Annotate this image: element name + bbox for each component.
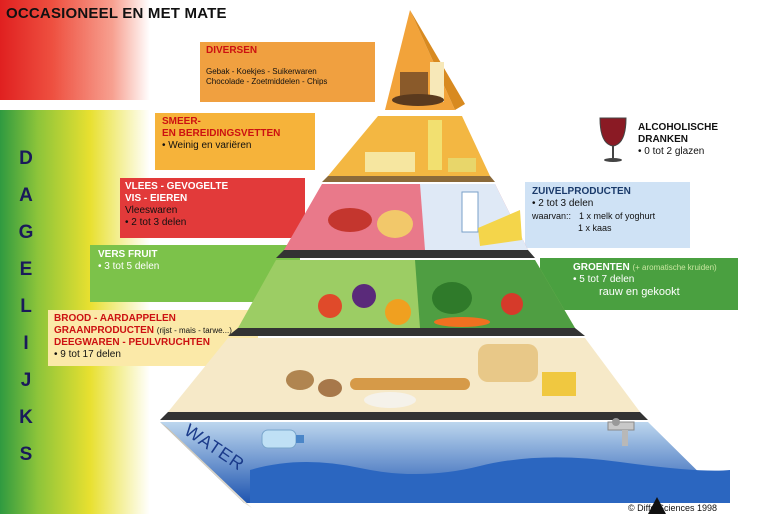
zuivel-breakdown: waarvan:: 1 x melk of yoghurt bbox=[532, 210, 688, 222]
zuivel-prefix: waarvan:: bbox=[532, 211, 572, 221]
daily-letter: L bbox=[20, 296, 32, 317]
brood-heading-2-row: GRAANPRODUCTEN (rijst - mais - tarwe...) bbox=[54, 325, 258, 337]
zuivel-heading: ZUIVELPRODUCTEN bbox=[532, 186, 631, 197]
brood-heading-3: DEEGWAREN - PEULVRUCHTEN bbox=[54, 337, 210, 348]
grapes-illustration bbox=[352, 284, 376, 308]
tier-fruit-edge bbox=[228, 328, 585, 336]
alcohol-heading-2: DRANKEN bbox=[638, 134, 688, 145]
groenten-detail-2: rauw en gekookt bbox=[599, 286, 680, 298]
groenten-box bbox=[540, 258, 738, 310]
bread-illustration bbox=[478, 344, 538, 382]
vetten-box bbox=[155, 113, 315, 170]
zuivel-label: ZUIVELPRODUCTEN • 2 tot 3 delen waarvan:… bbox=[532, 186, 688, 234]
apple-illustration bbox=[318, 294, 342, 318]
daily-letter: S bbox=[19, 444, 33, 465]
alcohol-label: ALCOHOLISCHE DRANKEN • 0 tot 2 glazen bbox=[638, 122, 758, 158]
zuivel-box bbox=[525, 182, 690, 248]
daily-vertical-label: D A G E L I J K S bbox=[14, 148, 38, 466]
butter-illustration bbox=[365, 152, 415, 172]
groenten-note: (+ aromatische kruiden) bbox=[632, 263, 717, 272]
tier-brood-edge bbox=[160, 412, 648, 420]
vlees-label: VLEES - GEVOGELTE VIS - EIEREN Vleesware… bbox=[125, 181, 303, 229]
zuivel-detail: • 2 tot 3 delen bbox=[532, 198, 594, 209]
vlees-detail: • 2 tot 3 delen bbox=[125, 217, 187, 228]
brood-detail: • 9 tot 17 delen bbox=[54, 349, 121, 360]
groenten-detail: • 5 tot 7 delen bbox=[573, 274, 635, 285]
potato-illustration bbox=[318, 379, 342, 397]
brood-heading-2: GRAANPRODUCTEN bbox=[54, 325, 154, 336]
occasional-gradient bbox=[0, 0, 150, 100]
brood-label: BROOD - AARDAPPELEN GRAANPRODUCTEN (rijs… bbox=[54, 313, 258, 361]
fruit-detail: • 3 tot 5 delen bbox=[98, 261, 160, 272]
orange-illustration bbox=[385, 299, 411, 325]
brood-heading-2-note: (rijst - mais - tarwe...) bbox=[156, 326, 232, 335]
meat-illustration bbox=[328, 208, 372, 232]
daily-letter: G bbox=[18, 222, 34, 243]
fruit-heading: VERS FRUIT bbox=[98, 249, 158, 260]
diversen-label: DIVERSEN Gebak - Koekjes - Suikerwaren C… bbox=[206, 45, 374, 87]
sweets-illustration bbox=[430, 62, 444, 102]
vlees-heading-2: VIS - EIEREN bbox=[125, 193, 188, 204]
wine-glass-icon bbox=[599, 117, 627, 162]
daily-letter: I bbox=[23, 333, 29, 354]
vlees-heading-3: Vleeswaren bbox=[125, 205, 178, 216]
diversen-box bbox=[200, 42, 375, 102]
carrot-illustration bbox=[434, 317, 490, 327]
zuivel-line1: 1 x melk of yoghurt bbox=[579, 211, 656, 221]
vetten-detail: • Weinig en variëren bbox=[162, 140, 252, 151]
tier-water-side bbox=[160, 422, 252, 508]
vetten-heading-1: SMEER- bbox=[162, 116, 201, 127]
sweets-illustration bbox=[392, 94, 444, 106]
oil-bottle-illustration bbox=[428, 120, 442, 170]
publisher-credit: © Diffo Sciences 1998 bbox=[628, 503, 718, 513]
fruit-label: VERS FRUIT • 3 tot 5 delen bbox=[98, 249, 298, 273]
vetten-heading-2: EN BEREIDINGSVETTEN bbox=[162, 128, 281, 139]
daily-letter: D bbox=[19, 148, 33, 169]
cheese-illustration bbox=[478, 210, 522, 246]
groenten-heading: GROENTEN bbox=[573, 262, 630, 273]
tomato-illustration bbox=[501, 293, 523, 315]
brood-heading-1: BROOD - AARDAPPELEN bbox=[54, 313, 176, 324]
water-tap-icon bbox=[607, 418, 635, 446]
diversen-heading: DIVERSEN bbox=[206, 45, 258, 56]
rice-illustration bbox=[364, 392, 416, 408]
groenten-heading-row: GROENTEN (+ aromatische kruiden) bbox=[573, 262, 737, 274]
daily-letter: J bbox=[20, 370, 32, 391]
zuivel-line2: 1 x kaas bbox=[578, 223, 612, 233]
groenten-label: GROENTEN (+ aromatische kruiden) • 5 tot… bbox=[573, 262, 737, 298]
occasional-title: OCCASIONEEL EN MET MATE bbox=[6, 5, 227, 22]
vlees-box bbox=[120, 178, 305, 238]
vlees-heading-1: VLEES - GEVOGELTE bbox=[125, 181, 229, 192]
margarine-illustration bbox=[448, 158, 476, 172]
baguette-illustration bbox=[350, 378, 470, 390]
diversen-line2: Chocolade - Zoetmiddelen - Chips bbox=[206, 77, 328, 86]
diversen-line1: Gebak - Koekjes - Suikerwaren bbox=[206, 67, 317, 76]
water-bottle-icon bbox=[261, 429, 304, 449]
daily-letter: A bbox=[19, 185, 33, 206]
alcohol-detail: • 0 tot 2 glazen bbox=[638, 146, 705, 157]
tier-diversen-side bbox=[410, 10, 465, 110]
daily-letter: K bbox=[19, 407, 33, 428]
chicken-illustration bbox=[377, 210, 413, 238]
alcohol-heading-1: ALCOHOLISCHE bbox=[638, 122, 718, 133]
publisher-logo-icon bbox=[648, 497, 666, 514]
tier-vlees-edge bbox=[276, 250, 535, 258]
cabbage-illustration bbox=[432, 282, 472, 314]
daily-letter: E bbox=[19, 259, 33, 280]
tier-vetten-edge bbox=[322, 176, 495, 182]
potato-illustration bbox=[286, 370, 314, 390]
water-waves bbox=[250, 457, 730, 503]
pasta-illustration bbox=[542, 372, 576, 396]
vetten-label: SMEER- EN BEREIDINGSVETTEN • Weinig en v… bbox=[162, 116, 314, 152]
milk-bottle-illustration bbox=[461, 191, 479, 233]
